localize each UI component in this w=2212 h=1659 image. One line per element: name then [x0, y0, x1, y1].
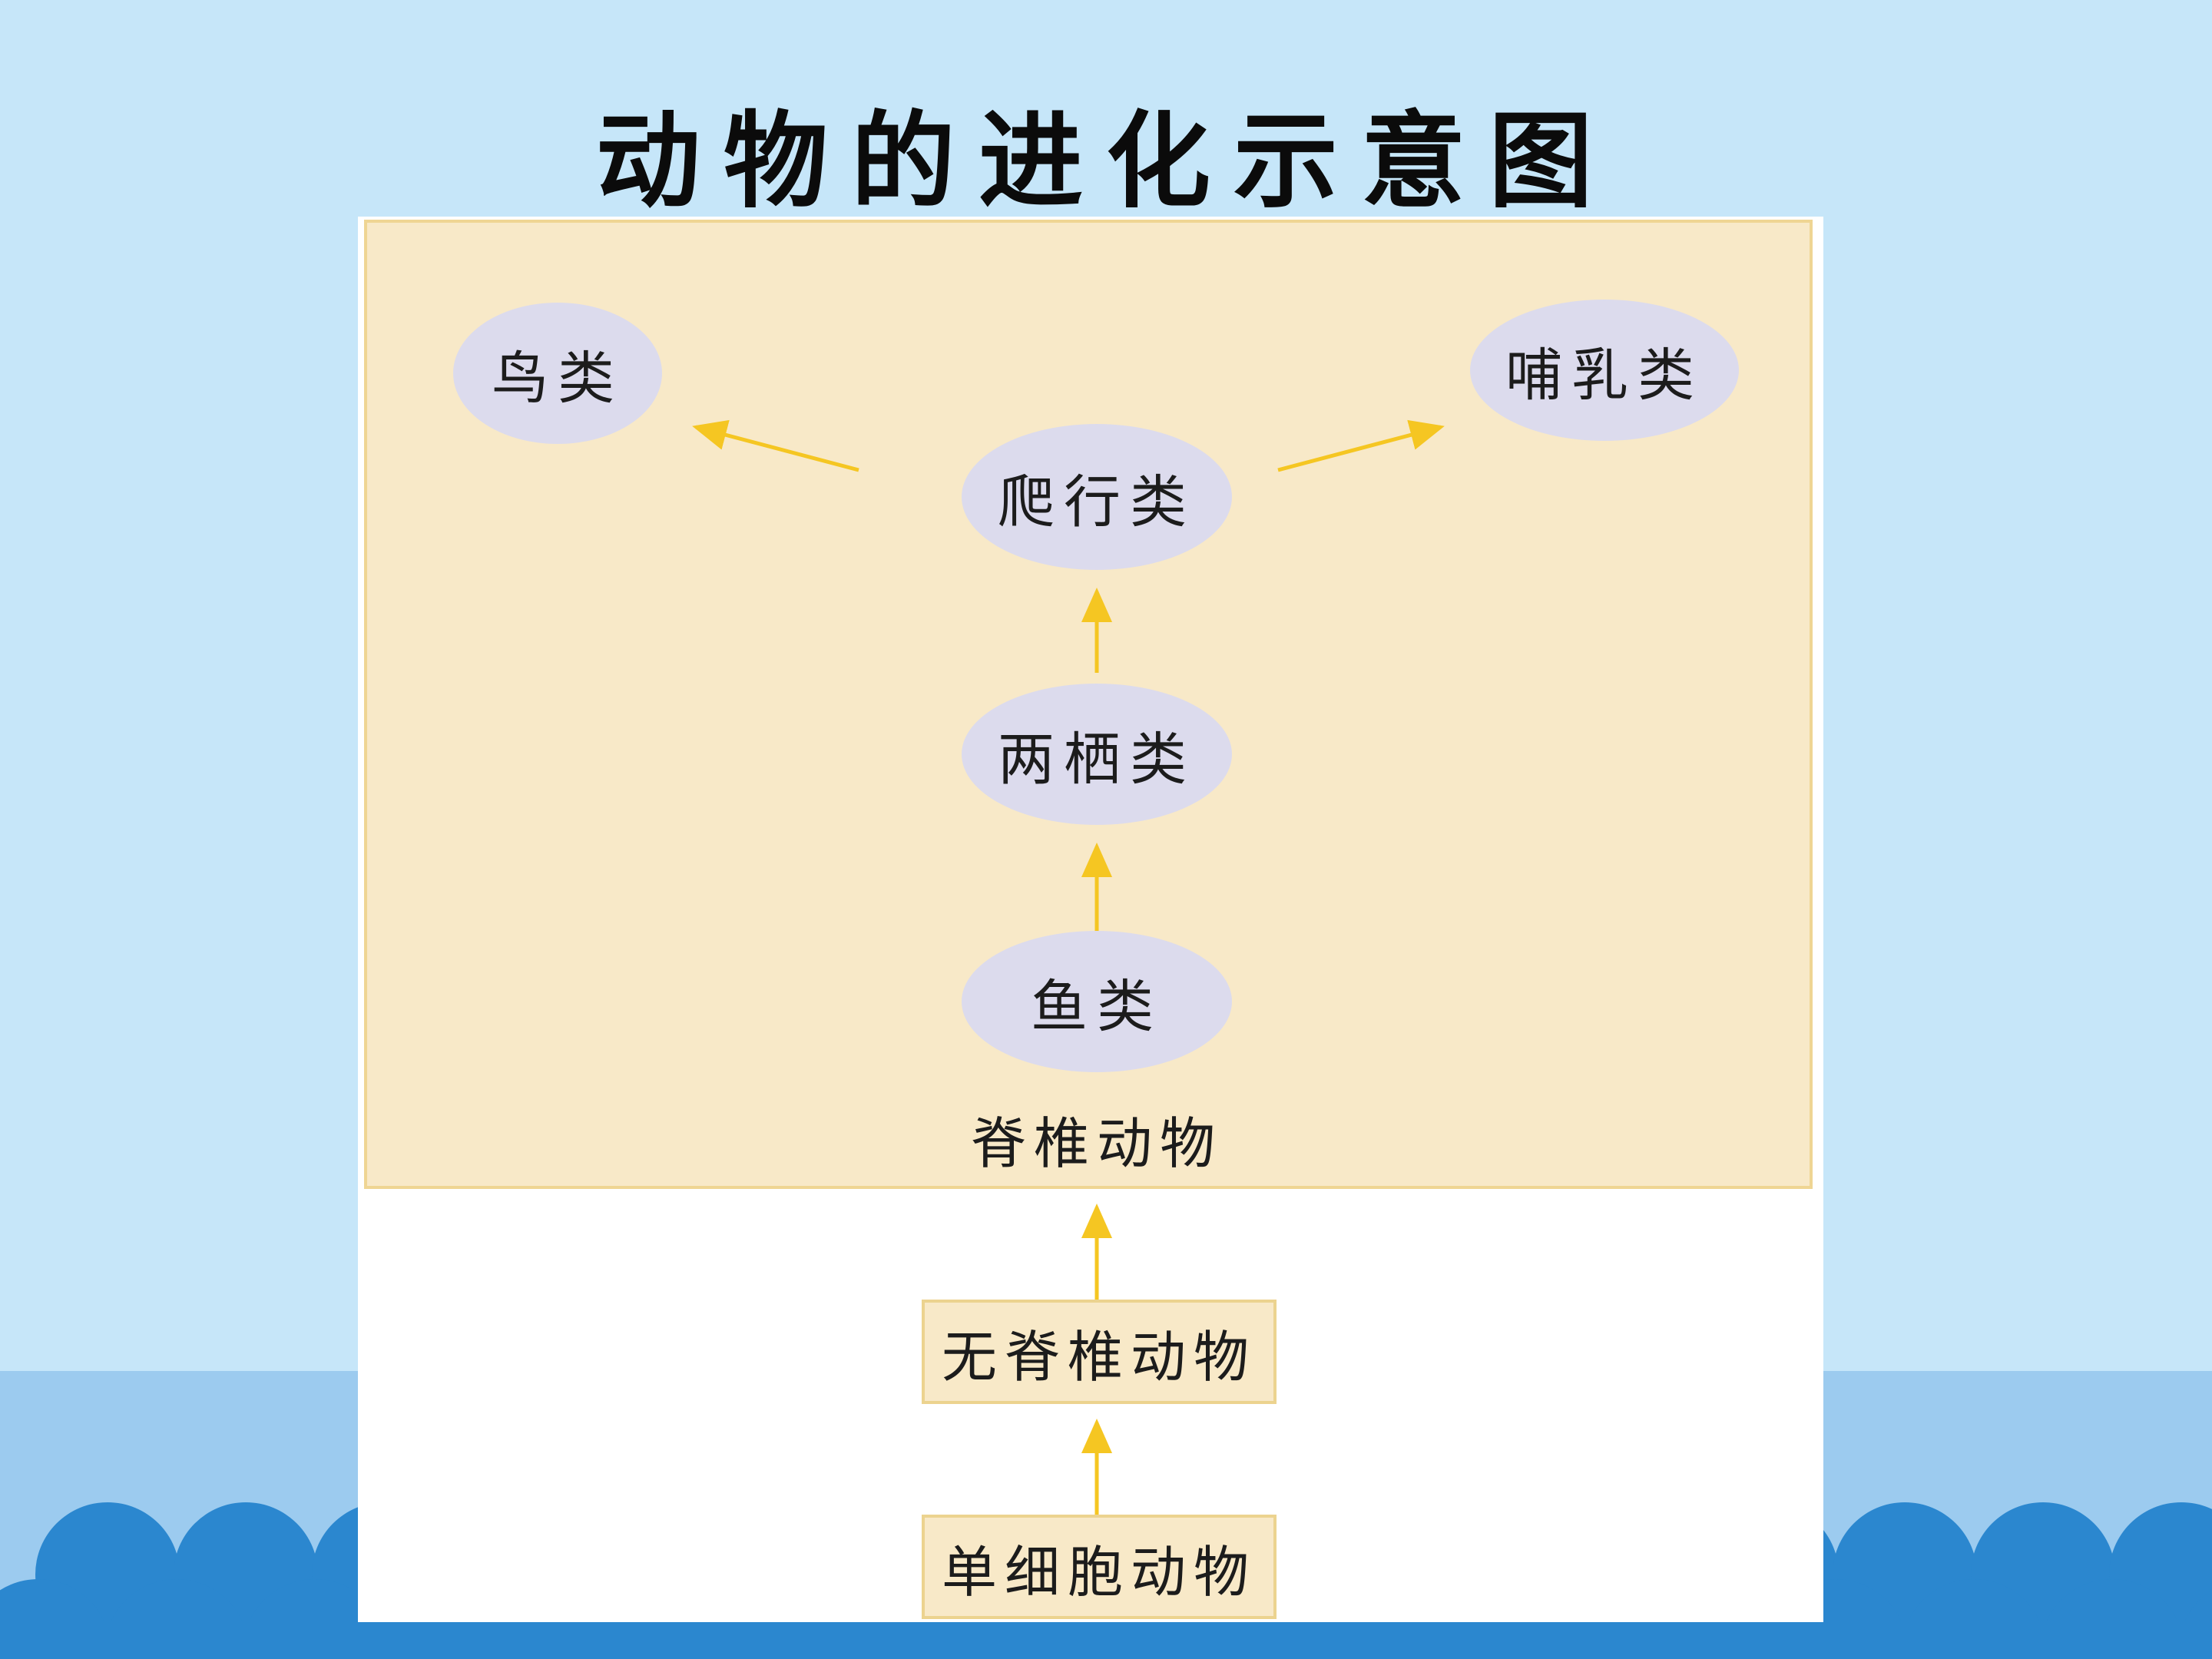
- arrow-reptiles-to-birds: [692, 419, 859, 472]
- node-mammals: 哺乳类: [1470, 300, 1739, 441]
- arrows-layer: [692, 419, 1445, 1515]
- page-title: 动物的进化示意图: [596, 100, 1616, 223]
- diagram-panel: 鸟类 哺乳类 爬行类 两栖类 鱼类 脊椎动物 无脊椎动物 单细胞动物: [358, 217, 1823, 1622]
- node-birds: 鸟类: [453, 303, 662, 444]
- arrow-reptiles-to-mammals: [1277, 419, 1445, 472]
- node-single-cell: 单细胞动物: [922, 1515, 1277, 1619]
- node-reptiles: 爬行类: [962, 424, 1232, 570]
- vertebrates-label: 脊椎动物: [970, 1111, 1223, 1176]
- node-invertebrates: 无脊椎动物: [922, 1300, 1277, 1404]
- node-fish: 鱼类: [962, 931, 1232, 1072]
- node-amphibians: 两栖类: [962, 684, 1232, 825]
